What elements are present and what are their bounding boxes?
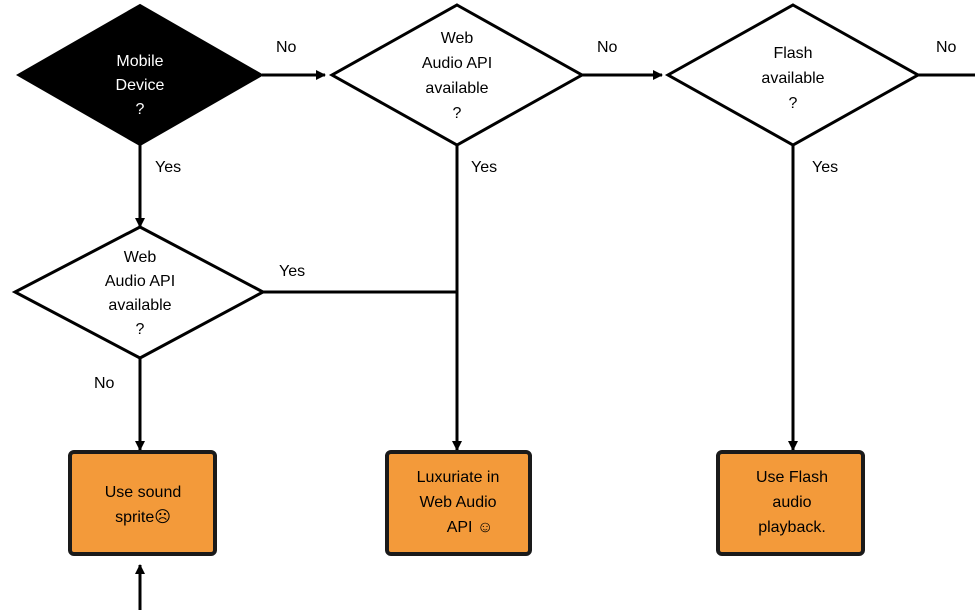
label-flash-yes: Yes bbox=[812, 159, 838, 176]
web-audio-line-2: Web Audio bbox=[419, 494, 496, 511]
mobile-line-1: Mobile bbox=[116, 53, 163, 70]
outcome-box bbox=[716, 450, 865, 556]
outcome-box bbox=[68, 450, 217, 556]
outcome-box bbox=[385, 450, 532, 556]
webaudio-top-line-3: available bbox=[425, 80, 488, 97]
decision-web-audio-mobile: Web Audio API available ? bbox=[11, 225, 267, 360]
label-mobile-yes: Yes bbox=[155, 159, 181, 176]
label-webaudio-mobile-yes: Yes bbox=[279, 263, 305, 280]
webaudio-mobile-line-2: Audio API bbox=[105, 273, 175, 290]
label-webaudio-mobile-no: No bbox=[94, 375, 115, 392]
flash-line-3: ? bbox=[789, 95, 798, 112]
sound-sprite-line-2: sprite☹ bbox=[115, 509, 171, 526]
flash-line-2: available bbox=[761, 70, 824, 87]
edge-labels: No No No Yes Yes Yes Yes No bbox=[94, 39, 957, 392]
label-webaudio-top-no: No bbox=[597, 39, 618, 56]
web-audio-line-1: Luxuriate in bbox=[417, 469, 500, 486]
label-mobile-no: No bbox=[276, 39, 297, 56]
flash-playback-line-3: playback. bbox=[758, 519, 826, 536]
decision-mobile-device: Mobile Device ? bbox=[15, 3, 265, 147]
diamond-shape bbox=[328, 3, 586, 147]
webaudio-mobile-line-1: Web bbox=[124, 249, 157, 266]
flash-playback-line-1: Use Flash bbox=[756, 469, 828, 486]
mobile-line-2: Device bbox=[116, 77, 165, 94]
diamond-shape bbox=[11, 225, 267, 360]
webaudio-top-line-1: Web bbox=[441, 30, 474, 47]
diamond-shape bbox=[664, 3, 922, 147]
webaudio-mobile-line-4: ? bbox=[136, 321, 145, 338]
flash-playback-line-2: audio bbox=[772, 494, 811, 511]
outcome-sound-sprite: Use sound sprite☹ bbox=[68, 450, 217, 556]
diamond-shape bbox=[15, 3, 265, 147]
decision-web-audio-top: Web Audio API available ? bbox=[328, 3, 586, 147]
web-audio-line-3: API ☺ bbox=[447, 519, 494, 536]
webaudio-mobile-line-3: available bbox=[108, 297, 171, 314]
decision-flash: Flash available ? bbox=[664, 3, 922, 147]
webaudio-top-line-4: ? bbox=[453, 105, 462, 122]
webaudio-top-line-2: Audio API bbox=[422, 55, 492, 72]
mobile-line-3: ? bbox=[136, 101, 145, 118]
outcome-web-audio: Luxuriate in Web Audio API ☺ bbox=[385, 450, 532, 556]
flash-line-1: Flash bbox=[773, 45, 812, 62]
connectors bbox=[135, 70, 975, 610]
sound-sprite-line-1: Use sound bbox=[105, 484, 182, 501]
label-webaudio-top-yes: Yes bbox=[471, 159, 497, 176]
outcome-flash-playback: Use Flash audio playback. bbox=[716, 450, 865, 556]
label-flash-no: No bbox=[936, 39, 957, 56]
